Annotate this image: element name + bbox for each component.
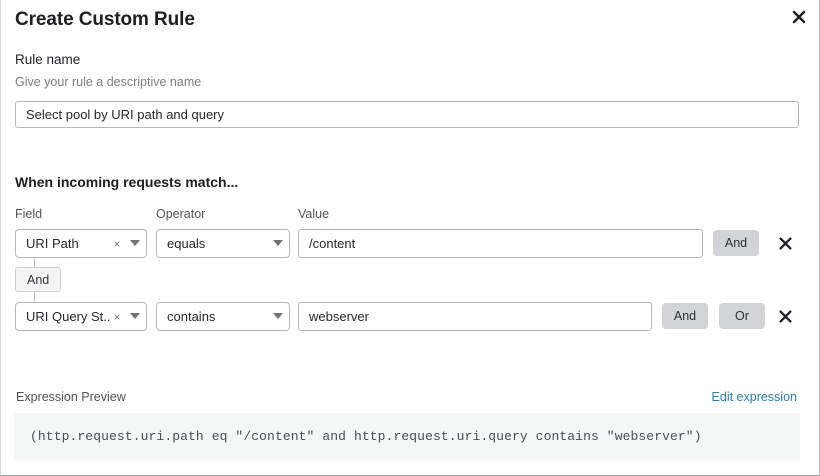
delete-condition-button[interactable] — [773, 231, 797, 255]
expression-preview-code: (http.request.uri.path eq "/content" and… — [14, 413, 800, 460]
chevron-down-icon[interactable] — [124, 240, 146, 247]
field-select[interactable]: URI Query St... × — [15, 302, 147, 331]
rule-name-input[interactable] — [15, 101, 799, 128]
match-section-heading: When incoming requests match... — [15, 174, 239, 190]
connector-line-bottom — [34, 292, 35, 304]
expression-preview-label: Expression Preview — [16, 390, 126, 404]
column-header-operator: Operator — [156, 207, 206, 221]
column-header-value: Value — [298, 207, 330, 221]
field-select-value: URI Path — [26, 236, 79, 251]
chevron-down-icon[interactable] — [267, 240, 289, 247]
operator-select[interactable]: equals — [156, 229, 290, 258]
page-title: Create Custom Rule — [15, 9, 195, 30]
or-button[interactable]: Or — [719, 303, 765, 329]
operator-select[interactable]: contains — [156, 302, 290, 331]
rule-name-label: Rule name — [15, 52, 81, 67]
column-header-field: Field — [15, 207, 43, 221]
condition-row: URI Query St... × contains And Or — [1, 302, 820, 332]
edit-expression-link[interactable]: Edit expression — [711, 390, 797, 404]
and-button[interactable]: And — [662, 303, 708, 329]
value-input[interactable] — [298, 229, 703, 258]
connector-and-badge[interactable]: And — [15, 267, 62, 292]
condition-row: URI Path × equals And — [1, 229, 820, 259]
chevron-down-icon[interactable] — [267, 313, 289, 320]
operator-select-value: contains — [167, 309, 216, 324]
delete-condition-button[interactable] — [773, 304, 797, 328]
chevron-down-icon[interactable] — [124, 313, 146, 320]
field-select-value: URI Query St... — [26, 309, 110, 324]
rule-name-hint: Give your rule a descriptive name — [15, 75, 202, 89]
close-small-icon[interactable]: × — [113, 309, 121, 324]
close-icon[interactable] — [788, 6, 810, 28]
connector-line-top — [34, 258, 35, 267]
close-small-icon[interactable]: × — [113, 236, 121, 251]
expression-text: (http.request.uri.path eq "/content" and… — [30, 429, 702, 444]
value-input[interactable] — [298, 302, 652, 331]
condition-connector: And — [1, 258, 121, 304]
and-button[interactable]: And — [713, 230, 759, 256]
field-select[interactable]: URI Path × — [15, 229, 147, 258]
operator-select-value: equals — [167, 236, 206, 251]
